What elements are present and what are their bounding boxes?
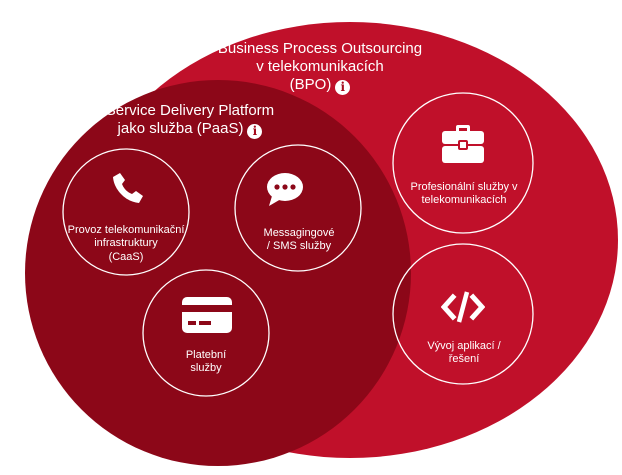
credit-card-icon <box>182 297 232 333</box>
bpo-title-line3: (BPO) <box>289 76 332 93</box>
paas-title-line1: Service Delivery Platform <box>105 102 275 119</box>
professional-services-circle[interactable] <box>392 92 534 234</box>
paas-title: Service Delivery Platform jako služba (P… <box>60 102 320 139</box>
app-development-label-line2: řešení <box>448 353 480 366</box>
caas-label-line3: (CaaS) <box>108 250 144 263</box>
messaging-label-line1: Messagingové <box>263 227 335 239</box>
paas-title-line2: jako služba (PaaS) <box>117 120 244 137</box>
caas-circle[interactable] <box>62 148 190 276</box>
app-development-label-line1: Vývoj aplikací / <box>427 340 501 352</box>
caas-label: Provoz telekomunikační infrastruktury (C… <box>66 224 186 264</box>
payment-label: Platební služby <box>146 349 266 376</box>
professional-services-label-line2: telekomunikacích <box>421 194 507 207</box>
bpo-title: Business Process Outsourcing v telekomun… <box>200 40 440 95</box>
code-icon <box>441 291 485 323</box>
professional-services-label-line1: Profesionální služby v <box>410 181 518 193</box>
app-development-circle[interactable] <box>392 243 534 385</box>
payment-label-line2: služby <box>190 362 222 375</box>
caas-label-line1: Provoz telekomunikační <box>67 224 185 236</box>
bpo-title-line2: v telekomunikacích <box>256 58 384 75</box>
professional-services-label: Profesionální služby v telekomunikacích <box>402 181 526 208</box>
chat-bubble-icon <box>267 173 303 206</box>
messaging-label-line2: / SMS služby <box>266 240 332 253</box>
info-icon[interactable]: i <box>335 80 351 95</box>
info-icon[interactable]: i <box>247 124 263 139</box>
phone-icon <box>113 173 143 203</box>
payment-circle[interactable] <box>142 269 270 397</box>
app-development-label: Vývoj aplikací / řešení <box>402 340 526 367</box>
bpo-title-line1: Business Process Outsourcing <box>217 40 423 57</box>
briefcase-icon <box>442 125 484 163</box>
messaging-circle[interactable] <box>234 144 362 272</box>
caas-label-line2: infrastruktury <box>94 237 158 250</box>
payment-label-line1: Platební <box>185 349 227 361</box>
messaging-label: Messagingové / SMS služby <box>239 227 359 254</box>
